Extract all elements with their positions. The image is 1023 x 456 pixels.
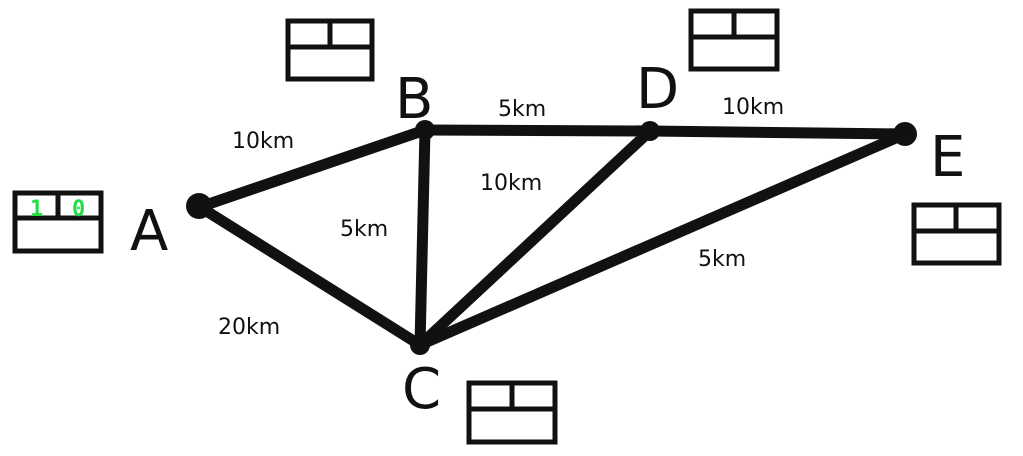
edge-weight-a-b: 10km bbox=[232, 129, 294, 154]
node-table-e bbox=[911, 202, 1002, 266]
node-label-c: C bbox=[402, 357, 441, 422]
node-dot-d bbox=[640, 121, 660, 141]
node-a-previous-value: 0 bbox=[72, 197, 85, 222]
node-dot-c bbox=[410, 335, 430, 355]
node-table-d bbox=[688, 8, 780, 72]
edge-b-d bbox=[419, 124, 656, 137]
node-label-e: E bbox=[930, 125, 965, 190]
node-label-b: B bbox=[395, 67, 433, 132]
edge-d-e bbox=[644, 125, 911, 140]
edge-b-c bbox=[414, 124, 431, 351]
node-label-a: A bbox=[130, 199, 168, 264]
node-table-c bbox=[466, 380, 558, 445]
node-table-b bbox=[285, 18, 375, 82]
node-label-d: D bbox=[636, 57, 679, 122]
edge-a-b bbox=[194, 124, 431, 213]
edge-weight-b-c: 5km bbox=[340, 217, 388, 242]
node-table-a bbox=[12, 190, 104, 254]
edge-weight-d-e: 10km bbox=[722, 95, 784, 120]
edge-a-c bbox=[194, 201, 426, 351]
edge-weight-a-c: 20km bbox=[218, 315, 280, 340]
edge-weight-b-d: 5km bbox=[498, 97, 546, 122]
edge-c-e bbox=[414, 128, 911, 351]
edge-weight-c-e: 5km bbox=[698, 247, 746, 272]
node-dot-b bbox=[415, 120, 435, 140]
node-dot-e bbox=[893, 122, 917, 146]
node-dot-a bbox=[186, 193, 212, 219]
edge-weight-c-d: 10km bbox=[480, 171, 542, 196]
edge-c-d bbox=[414, 125, 656, 351]
node-a-distance-value: 1 bbox=[30, 197, 43, 222]
